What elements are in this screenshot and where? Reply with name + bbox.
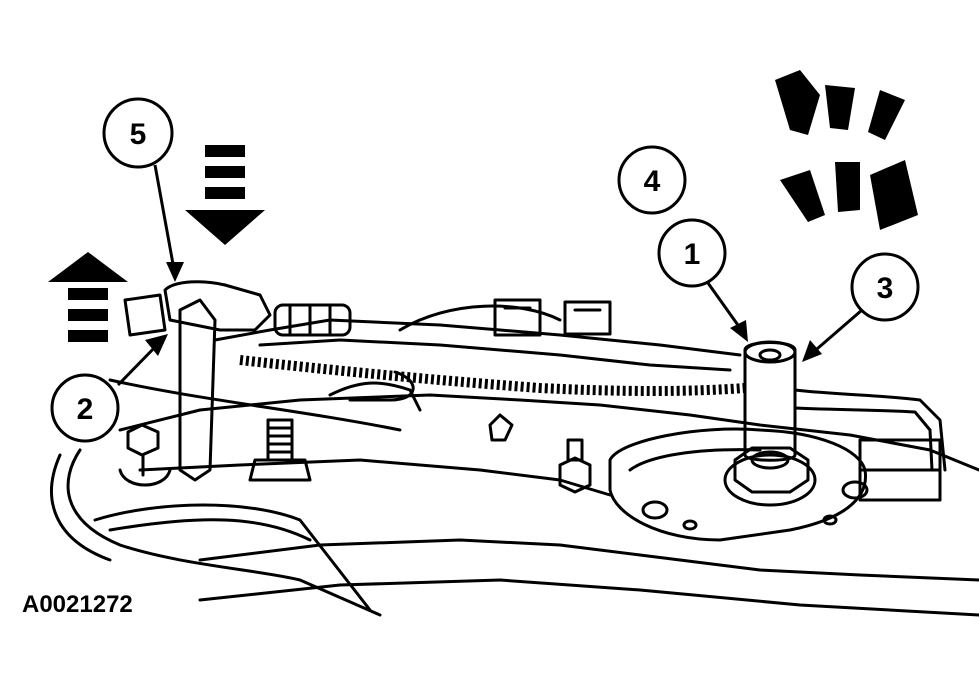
callout-5: 5 <box>102 97 174 169</box>
wiring-harness <box>239 355 746 396</box>
callout-3: 3 <box>850 252 920 322</box>
figure-id: A0021272 <box>22 591 133 618</box>
stud-center <box>248 418 312 482</box>
knock-sensor <box>608 340 869 542</box>
callout-label: 4 <box>644 165 661 198</box>
arrow-down-icon <box>185 145 265 245</box>
callout-1: 1 <box>657 218 727 288</box>
connector-top <box>493 298 612 337</box>
leader-arrowheads <box>145 262 822 362</box>
callout-4: 4 <box>617 145 687 215</box>
nut-center <box>558 438 592 494</box>
arrow-up-icon <box>48 252 128 342</box>
callout-label: 2 <box>77 393 94 426</box>
engine-assembly <box>50 280 979 617</box>
callout-label: 3 <box>877 272 894 305</box>
callout-label: 1 <box>684 238 701 271</box>
bolt-left <box>118 423 172 487</box>
callout-2: 2 <box>50 373 120 443</box>
rotate-arrows-icon <box>775 70 918 230</box>
callout-label: 5 <box>130 118 147 151</box>
sensor-left <box>123 280 352 337</box>
